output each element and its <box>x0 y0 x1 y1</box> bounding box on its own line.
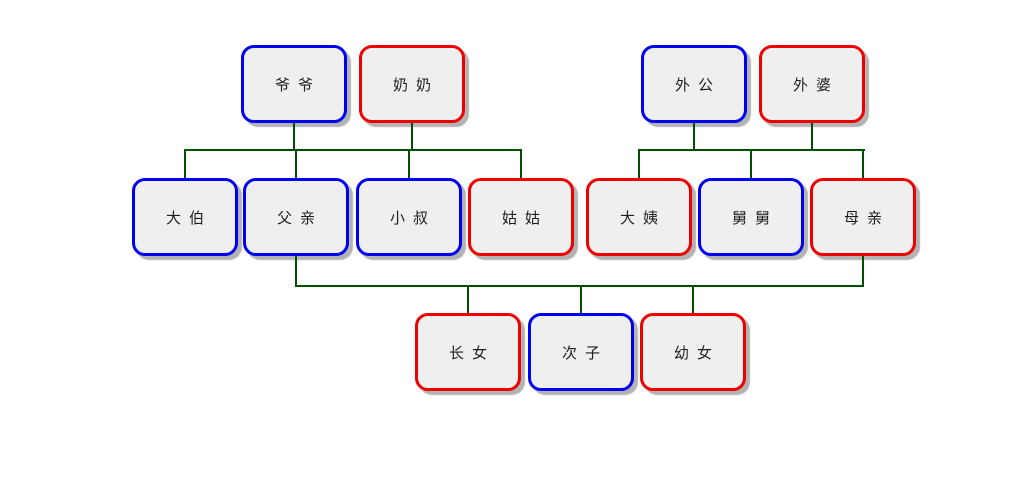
connector-mother-down <box>862 256 864 287</box>
connector-drop-youngest-daughter <box>692 285 694 313</box>
node-paternal-grandmother: 奶奶 <box>359 45 465 123</box>
connector-drop-second-son <box>580 285 582 313</box>
node-maternal-uncle: 舅舅 <box>698 178 804 256</box>
node-label: 幼女 <box>673 343 720 362</box>
connector-drop-eldest-paternal-uncle <box>184 149 186 178</box>
connector-drop-father <box>295 149 297 178</box>
connector-paternal-grandmother-down <box>411 123 413 151</box>
node-younger-paternal-uncle: 小叔 <box>356 178 462 256</box>
connector-drop-maternal-aunt <box>638 149 640 178</box>
node-paternal-grandfather: 爷爷 <box>241 45 347 123</box>
connector-paternal-grandfather-down <box>293 123 295 151</box>
node-label: 大伯 <box>165 208 212 227</box>
connector-maternal-grandmother-down <box>811 123 813 151</box>
connector-maternal-grandfather-down <box>693 123 695 151</box>
node-mother: 母亲 <box>810 178 916 256</box>
node-label: 爷爷 <box>274 75 321 94</box>
node-maternal-grandmother: 外婆 <box>759 45 865 123</box>
node-eldest-paternal-uncle: 大伯 <box>132 178 238 256</box>
node-eldest-daughter: 长女 <box>415 313 521 391</box>
node-label: 大姨 <box>619 208 666 227</box>
node-paternal-aunt: 姑姑 <box>468 178 574 256</box>
node-label: 奶奶 <box>392 75 439 94</box>
node-label: 外公 <box>674 75 721 94</box>
connector-drop-younger-paternal-uncle <box>408 149 410 178</box>
node-label: 姑姑 <box>501 208 548 227</box>
node-maternal-grandfather: 外公 <box>641 45 747 123</box>
node-father: 父亲 <box>243 178 349 256</box>
connector-drop-maternal-uncle <box>750 149 752 178</box>
connector-drop-mother <box>862 149 864 178</box>
node-second-son: 次子 <box>528 313 634 391</box>
node-label: 小叔 <box>389 208 436 227</box>
connector-children-bar <box>295 285 864 287</box>
connector-drop-eldest-daughter <box>467 285 469 313</box>
node-label: 次子 <box>561 343 608 362</box>
node-label: 舅舅 <box>731 208 778 227</box>
node-label: 母亲 <box>843 208 890 227</box>
node-label: 外婆 <box>792 75 839 94</box>
connector-paternal-sibling-bar <box>184 149 522 151</box>
node-maternal-aunt: 大姨 <box>586 178 692 256</box>
node-label: 长女 <box>448 343 495 362</box>
connector-father-down <box>295 256 297 287</box>
node-youngest-daughter: 幼女 <box>640 313 746 391</box>
connector-drop-paternal-aunt <box>520 149 522 178</box>
node-label: 父亲 <box>276 208 323 227</box>
